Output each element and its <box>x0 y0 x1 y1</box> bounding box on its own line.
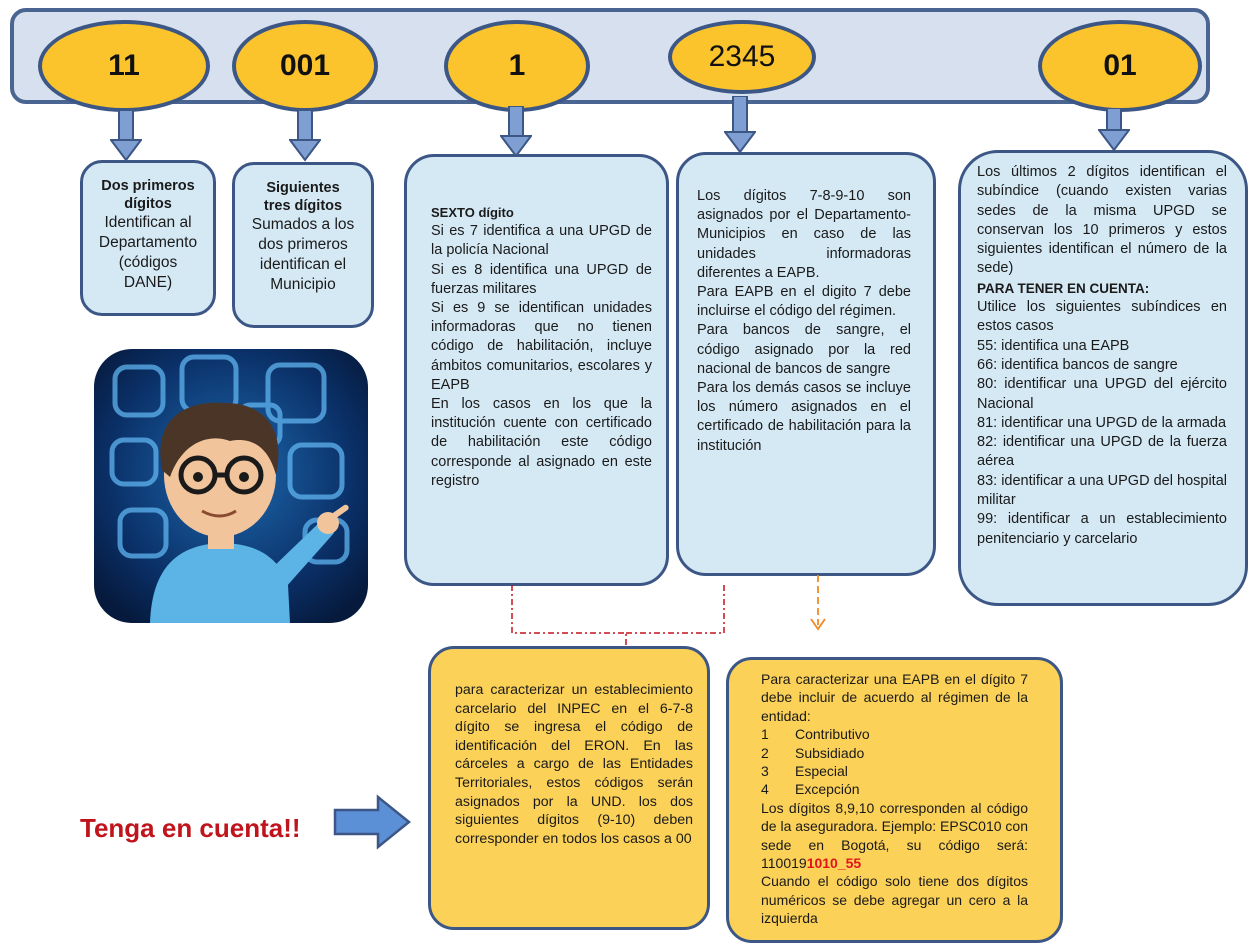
box-text: identifican el <box>259 256 347 273</box>
box-text: Los últimos 2 dígitos identifican el sub… <box>977 164 1227 277</box>
box-text: dos primeros <box>258 236 348 253</box>
down-arrow-icon <box>1098 108 1130 152</box>
box-text: 99: identificar a un establecimiento pen… <box>977 511 1227 547</box>
code-oval-subindice: 01 <box>1038 20 1202 112</box>
note-box-eapb: Para caracterizar una EAPB en el dígito … <box>726 657 1063 943</box>
box-text: Si es 7 identifica a una UPGD de la poli… <box>431 223 652 259</box>
note-text: para caracterizar un establecimiento car… <box>455 682 693 847</box>
down-arrow-icon <box>724 96 756 154</box>
box-text: 55: identifica una EAPB <box>977 337 1130 354</box>
box-text: 83: identificar a una UPGD del hospital … <box>977 472 1227 509</box>
box-title: SEXTO dígito <box>431 205 514 220</box>
note-text: Cuando el código solo tiene dos dígitos … <box>761 873 1028 927</box>
info-box-departamento: Dos primeros dígitos Identifican al Depa… <box>80 160 216 316</box>
note-text: Los dígitos 8,9,10 corresponden al códig… <box>761 799 1028 872</box>
code-bar <box>10 8 1210 104</box>
box-text: Departamento <box>98 234 198 251</box>
box-text: Para bancos de sangre, el código asignad… <box>697 322 911 377</box>
down-arrow-icon <box>500 106 532 158</box>
box-text: Los dígitos 7-8-9-10 son asignados por e… <box>697 188 911 281</box>
box-heading: PARA TENER EN CUENTA: <box>977 280 1150 296</box>
info-box-subindice: Los últimos 2 dígitos identifican el sub… <box>958 150 1248 606</box>
box-text: Para los demás casos se incluye los núme… <box>697 380 911 454</box>
box-text: Sumados a los <box>251 216 355 233</box>
code-oval-departamento: 11 <box>38 20 210 112</box>
info-box-municipio: Siguientes tres dígitos Sumados a los do… <box>232 162 374 328</box>
note-box-inpec: para caracterizar un establecimiento car… <box>428 646 710 930</box>
box-title: Siguientes tres dígitos <box>263 180 343 214</box>
example-code: 1100191010_55 <box>761 855 862 872</box>
box-text: Si es 9 se identifican unidades informad… <box>431 300 652 393</box>
code-oval-municipio: 001 <box>232 20 378 112</box>
info-box-sexto-digito: SEXTO dígito Si es 7 identifica a una UP… <box>404 154 669 586</box>
box-text: (códigos <box>118 254 178 271</box>
box-text: 66: identifica bancos de sangre <box>977 356 1178 373</box>
right-arrow-icon <box>333 794 411 850</box>
down-arrow-icon <box>110 110 142 162</box>
code-oval-digitos-7-10: 2345 <box>668 20 816 94</box>
box-text: 81: identificar una UPGD de la armada <box>977 414 1227 431</box>
box-text: DANE) <box>123 274 173 291</box>
box-text: Si es 8 identifica una UPGD de fuerzas m… <box>431 261 652 297</box>
code-oval-sexto-digito: 1 <box>444 20 590 112</box>
down-arrow-icon <box>289 110 321 162</box>
box-text: Identifican al <box>104 214 192 231</box>
box-text: Utilice los siguientes subíndices en est… <box>977 299 1227 335</box>
box-text: Municipio <box>270 276 336 293</box>
box-text: Para EAPB en el digito 7 debe incluirse … <box>697 284 911 320</box>
box-text: 82: identificar una UPGD de la fuerza aé… <box>977 434 1227 470</box>
box-title: Dos primeros dígitos <box>101 178 195 212</box>
box-text: En los casos en los que la institución c… <box>431 396 652 489</box>
callout-text: Tenga en cuenta!! <box>80 813 301 843</box>
note-text: Para caracterizar una EAPB en el dígito … <box>761 671 1028 724</box>
info-box-digitos-7-10: Los dígitos 7-8-9-10 son asignados por e… <box>676 152 936 576</box>
teacher-illustration-image <box>94 349 368 623</box>
box-text: 80: identificar una UPGD del ejército Na… <box>977 376 1227 412</box>
